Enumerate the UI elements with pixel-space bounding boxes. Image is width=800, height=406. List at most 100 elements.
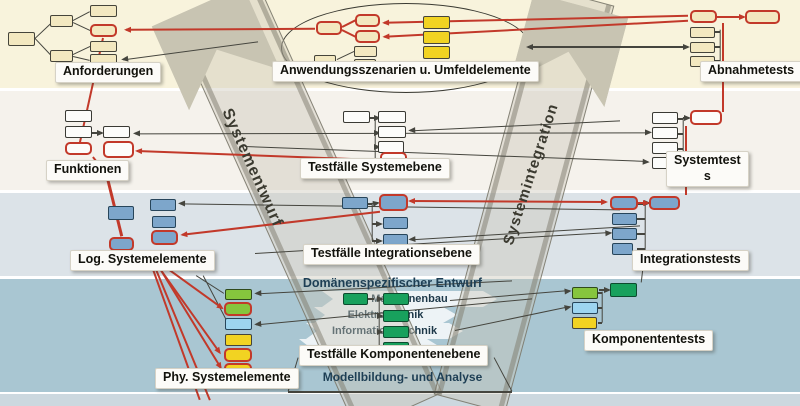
diagram-box-white_red [690, 110, 722, 125]
connector-line [371, 202, 373, 241]
diagram-box-blue_red [109, 237, 134, 251]
label-funktionen: Funktionen [46, 160, 130, 181]
connector-line [598, 292, 602, 294]
diagram-box-blue [612, 243, 633, 255]
connector-line [368, 298, 374, 300]
label-testfaelle-integrationsebene: Testfälle Integrationsebene [303, 244, 480, 265]
arrowhead-icon [739, 14, 746, 20]
connector-line [714, 46, 720, 48]
diagram-box-white [378, 111, 406, 123]
diagram-box-blue [612, 213, 637, 225]
connector-line [678, 133, 683, 135]
diagram-box-white [103, 126, 130, 138]
arrowhead-icon [407, 197, 416, 205]
diagram-box-blue_red [649, 196, 680, 210]
diagram-box-cream [50, 50, 73, 62]
label-text: Log. Systemelemente [78, 252, 207, 266]
diagram-box-cream [690, 42, 715, 53]
text-modellbildung-und-analyse: Modellbildung- und Analyse [322, 370, 483, 384]
diagram-box-cream [50, 15, 73, 27]
connector-line [374, 114, 381, 121]
connector-line [288, 391, 512, 393]
diagram-box-cream [8, 32, 35, 46]
diagram-box-blue [342, 197, 368, 209]
label-log-systemelemente: Log. Systemelemente [70, 250, 215, 271]
diagram-box-white_red [65, 142, 92, 155]
red-connector-line [638, 199, 650, 206]
arrowhead-icon [177, 200, 186, 208]
arrowhead-icon [132, 130, 141, 138]
diagram-box-blue [383, 217, 408, 229]
label-text: Abnahmetests [708, 63, 795, 77]
diagram-box-dgreen [610, 283, 637, 297]
diagram-box-yellow [225, 334, 252, 346]
label-text: Phy. Systemelemente [163, 370, 291, 384]
label-anwendungsszenarien: Anwendungsszenarien u. Umfeldelemente [272, 61, 539, 82]
arrowhead-icon [123, 26, 132, 34]
diagram-box-cream [354, 46, 377, 57]
connector-line [678, 148, 683, 150]
diagram-box-blue [150, 199, 176, 211]
diagram-box-white [65, 126, 92, 138]
connector-line [374, 143, 381, 150]
arrowhead-icon [644, 129, 653, 137]
connector-line [601, 291, 603, 323]
arrowhead-icon [643, 199, 650, 206]
label-integrationstests: Integrationstests [632, 250, 749, 271]
arrowhead-icon [642, 158, 651, 166]
diagram-box-cream [90, 5, 117, 17]
label-text: Integrationstests [640, 252, 741, 266]
diagram-box-cream_red [690, 10, 717, 23]
connector-line [371, 199, 381, 207]
arrowhead-icon [376, 220, 383, 227]
connector-line [368, 203, 372, 205]
diagram-box-blue_red [151, 230, 178, 245]
diagram-box-cream_red [355, 14, 380, 27]
connector-line [637, 203, 645, 205]
arrowhead-icon [526, 43, 533, 50]
connector-line [374, 129, 381, 136]
label-phy-systemelemente: Phy. Systemelemente [155, 368, 299, 389]
diagram-box-white [652, 112, 678, 124]
connector-line [637, 233, 645, 235]
diagram-box-white_red [103, 141, 134, 158]
label-abnahmetests: Abnahmetests [700, 61, 800, 82]
diagram-box-dgreen [343, 293, 368, 305]
connector-line [678, 118, 683, 120]
arrowhead-icon [134, 147, 143, 155]
label-anforderungen: Anforderungen [55, 62, 162, 83]
connector-line [370, 117, 375, 119]
diagram-box-cream [690, 27, 715, 38]
arrowhead-icon [377, 312, 384, 319]
diagram-box-blue_red [610, 196, 638, 210]
diagram-box-blue [152, 216, 176, 228]
diagram-box-yellow [423, 31, 450, 44]
connector-line [598, 307, 602, 309]
diagram-box-yellow [423, 46, 450, 59]
diagram-box-white [378, 126, 406, 138]
connector-line [719, 29, 721, 62]
arrowhead-icon [407, 127, 416, 135]
connector-line [374, 116, 376, 160]
arrowhead-icon [376, 237, 383, 244]
arrowhead-icon [377, 328, 384, 335]
connector-line [377, 312, 384, 319]
diagram-box-cream_red [355, 30, 380, 43]
diagram-box-dgreen [383, 310, 409, 322]
arrowhead-icon [179, 231, 188, 239]
label-text: Anwendungsszenarien u. Umfeldelemente [280, 63, 531, 77]
label-text: Testfälle Systemebene [308, 160, 442, 174]
connector-line [714, 60, 720, 62]
diagram-box-cream_red [90, 24, 117, 37]
connector-line [526, 43, 690, 50]
label-testfaelle-komponentenebene: Testfälle Komponentenebene [299, 345, 489, 366]
diagram-box-green [572, 287, 598, 299]
connector-line [372, 237, 383, 244]
diagram-box-white [652, 127, 678, 139]
arrowhead-icon [253, 290, 262, 298]
diagram-box-yellow [572, 317, 597, 329]
diagram-box-yellow [423, 16, 450, 29]
diagram-box-cream [90, 41, 117, 52]
arrowhead-icon [684, 114, 691, 121]
connector-line [683, 114, 691, 121]
